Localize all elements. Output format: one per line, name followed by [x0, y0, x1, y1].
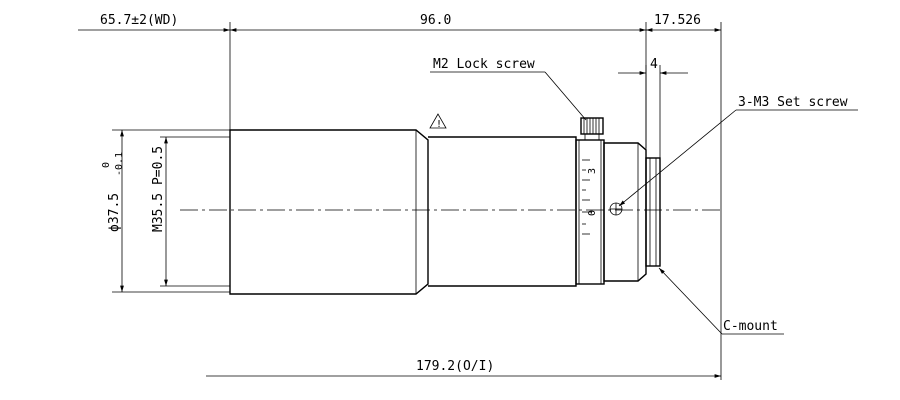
middle-barrel: [428, 136, 577, 287]
diameter-label: ϕ37.5: [107, 193, 122, 232]
scale-mark-3: 3: [587, 168, 598, 174]
lock-screw-callout: M2 Lock screw: [430, 57, 587, 121]
lock-screw: [580, 117, 604, 141]
c-mount-label: C-mount: [723, 319, 778, 334]
focus-scale: 3 0: [582, 159, 598, 235]
c-mount-thread: [645, 157, 661, 267]
lens-body: 3 0: [229, 117, 661, 295]
warning-triangle-icon: !: [429, 113, 447, 130]
diameter-tol-upper: 0: [101, 162, 112, 168]
diameter-tol-lower: -0.1: [114, 152, 125, 176]
rear-collar: [603, 142, 647, 282]
overall-length-label: 179.2(O/I): [416, 359, 494, 374]
diameter-dimensions: ϕ37.5 0 -0.1 M35.5 P=0.5: [101, 129, 230, 293]
overall-length-dimension: 179.2(O/I): [206, 359, 721, 378]
working-distance-label: 65.7±2(WD): [100, 13, 178, 28]
top-dimension-row: 65.7±2(WD) 96.0 17.526: [78, 13, 722, 380]
set-screw-callout: 3-M3 Set screw: [618, 95, 858, 207]
thread-depth-label: 4: [650, 57, 658, 72]
svg-text:!: !: [436, 119, 442, 130]
front-barrel: [229, 129, 429, 295]
filter-thread-label: M35.5 P=0.5: [151, 146, 166, 232]
c-mount-callout: C-mount: [658, 267, 784, 335]
thread-depth-dimension: 4: [618, 57, 688, 158]
scale-mark-0: 0: [587, 210, 598, 216]
body-length-label: 96.0: [420, 13, 451, 28]
set-screw-label: 3-M3 Set screw: [738, 95, 848, 110]
set-screw: [609, 202, 623, 216]
flange-back-label: 17.526: [654, 13, 701, 28]
lock-screw-label: M2 Lock screw: [433, 57, 535, 72]
